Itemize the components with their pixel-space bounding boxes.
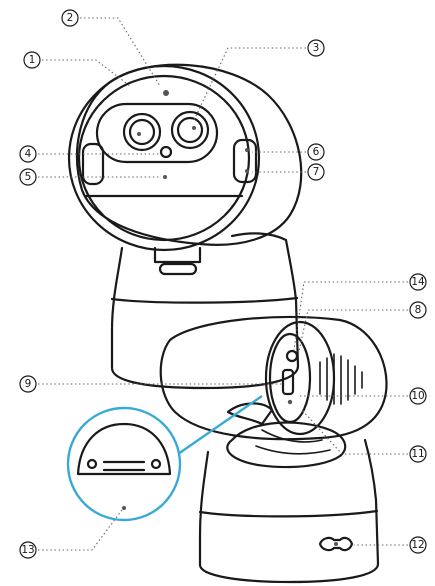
face-outer [67,64,261,252]
svg-text:12: 12 [411,539,424,551]
callout-7: 7 [307,163,325,181]
callout-6: 6 [307,143,325,161]
speaker-grille [319,353,363,405]
magnifier [66,395,263,522]
callout-5: 5 [19,168,37,186]
right-spotlight [232,138,258,184]
left-lens [122,112,162,152]
left-lens-inner [128,118,156,146]
callout-11: 11 [409,445,427,463]
left-spotlight [81,142,105,186]
front-neck-slot [158,262,198,276]
pan-ring-curve-b [255,445,331,455]
callout-13: 13 [19,541,37,559]
svg-text:10: 10 [411,390,424,402]
svg-text:1: 1 [29,54,36,66]
front-neck [153,246,202,264]
tilt-arm [226,402,274,426]
callout-2: 2 [61,9,79,27]
lens-dot-right [192,126,196,130]
sd-card-slot [281,368,295,396]
callout-3: 3 [307,39,325,57]
light-dot-bottom [245,169,249,173]
rear-cap-inner [268,332,312,424]
magnifier-pointer [177,395,263,455]
light-sensor [159,145,173,159]
mag-hole-left [86,458,98,470]
lens-dot-left [137,132,141,136]
svg-text:4: 4 [25,148,32,160]
callout-10: 10 [409,387,427,405]
callout-9: 9 [19,375,37,393]
callout-12: 12 [409,536,427,554]
pan-ring-curve-a [261,429,323,443]
svg-text:2: 2 [67,12,74,24]
callout-4: 4 [19,145,37,163]
svg-text:13: 13 [21,544,34,556]
reset-button [285,349,299,363]
rear-head [159,315,388,441]
mic-dot [163,90,169,96]
svg-text:5: 5 [25,171,32,183]
svg-text:8: 8 [415,304,422,316]
svg-text:7: 7 [313,166,320,178]
pir-dot [163,175,167,179]
front-base-band [110,296,299,304]
svg-text:3: 3 [313,42,320,54]
svg-text:9: 9 [25,378,32,390]
leader-lines [38,17,408,551]
svg-text:11: 11 [411,448,424,460]
power-port [318,536,354,552]
lens-module [95,102,219,164]
magnified-part [76,422,172,476]
status-led [287,399,293,405]
head-shell [75,63,303,246]
callout-8: 8 [409,301,427,319]
svg-text:14: 14 [411,276,425,288]
callout-1: 1 [23,51,41,69]
front-camera [67,63,303,390]
rear-base [198,438,380,584]
power-dot [334,542,338,546]
right-lens-inner [176,116,204,144]
face-inner [77,74,251,242]
mag-hole-right [150,458,162,470]
magnifier-circle [66,406,182,522]
callout-14: 14 [409,273,427,291]
rear-camera [159,315,388,584]
front-base [110,232,300,390]
mag-dot [122,506,126,510]
right-lens [170,110,210,150]
light-dot-top [245,148,249,152]
svg-text:6: 6 [313,146,320,158]
rear-base-band [198,509,379,518]
